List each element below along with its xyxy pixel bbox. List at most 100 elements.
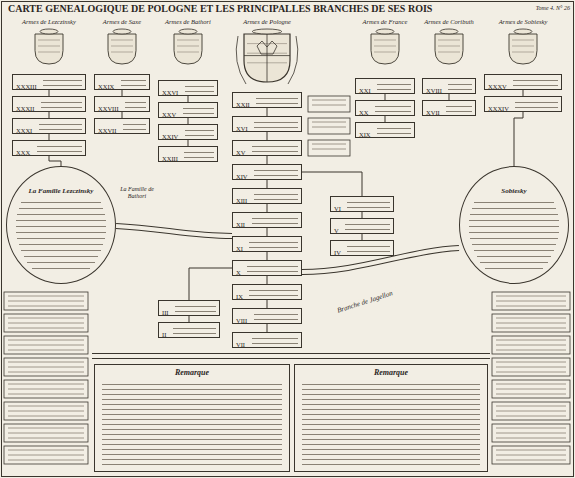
- text-filler: [496, 323, 566, 324]
- family-medallion: La Famille Lezczinsky: [6, 166, 116, 284]
- text-filler: [347, 202, 390, 203]
- text-filler: [8, 428, 84, 429]
- shield-hatching: [38, 46, 60, 47]
- text-filler: [102, 434, 282, 435]
- regnal-number: XXIII: [159, 152, 180, 166]
- text-filler: [183, 108, 214, 109]
- king-box: XXVI: [158, 80, 218, 96]
- text-filler: [377, 89, 411, 90]
- text-filler: [496, 455, 566, 456]
- list-box: [4, 358, 88, 376]
- king-box: XIII: [232, 188, 302, 204]
- text-filler: [302, 449, 480, 450]
- list-box: [492, 380, 570, 398]
- text-filler: [102, 409, 282, 410]
- text-filler: [312, 149, 346, 150]
- branch-band: [302, 248, 459, 272]
- text-filler: [41, 102, 82, 103]
- text-filler: [254, 175, 298, 176]
- text-filler: [8, 296, 84, 297]
- arms-caption: Armes de Saxe: [94, 18, 150, 26]
- text-filler: [173, 328, 216, 329]
- text-filler: [496, 306, 566, 307]
- text-filler: [252, 146, 298, 147]
- remark-panel: Remarque: [294, 364, 488, 472]
- text-filler: [496, 411, 566, 412]
- coat-of-arms: [35, 34, 63, 64]
- list-box: [308, 140, 350, 156]
- text-filler: [302, 414, 480, 415]
- text-filler: [8, 384, 84, 385]
- eagle-symbol: [257, 41, 277, 54]
- text-filler: [125, 102, 146, 103]
- crown: [440, 29, 458, 34]
- text-filler: [496, 350, 566, 351]
- text-filler: [185, 91, 214, 92]
- text-filler: [16, 220, 105, 221]
- regnal-number: V: [331, 224, 341, 238]
- shield-hatching: [177, 46, 199, 47]
- family-caption: La Famille de Bathori: [118, 186, 156, 200]
- text-filler: [19, 244, 104, 245]
- text-filler: [347, 246, 390, 247]
- crown: [40, 29, 58, 34]
- text-filler: [21, 202, 101, 203]
- text-filler: [312, 105, 346, 106]
- text-filler: [312, 127, 346, 128]
- text-filler: [480, 262, 547, 263]
- king-box: XXXV: [484, 74, 562, 90]
- heading: Remarque: [295, 365, 487, 379]
- shield-quarter: [267, 34, 268, 82]
- text-filler: [252, 151, 298, 152]
- text-filler: [254, 170, 298, 171]
- regnal-number: II: [159, 328, 168, 342]
- regnal-number: XIX: [356, 128, 373, 142]
- text-filler: [496, 362, 566, 363]
- list-box: [4, 446, 88, 464]
- text-filler: [496, 389, 566, 390]
- text-filler: [102, 389, 282, 390]
- map-title: CARTE GENEALOGIQUE DE POLOGNE ET LES PRI…: [8, 3, 508, 15]
- regnal-number: XXXI: [13, 124, 34, 138]
- text-filler: [16, 226, 106, 227]
- text-filler: [8, 328, 84, 329]
- king-box: XI: [232, 236, 302, 252]
- text-filler: [496, 394, 566, 395]
- regnal-number: XI: [233, 242, 245, 256]
- text-filler: [175, 311, 216, 312]
- text-filler: [347, 207, 390, 208]
- text-filler: [496, 301, 566, 302]
- list-box: [4, 292, 88, 310]
- king-box: XXIII: [158, 146, 218, 162]
- text-filler: [102, 429, 282, 430]
- text-filler: [470, 238, 558, 239]
- text-filler: [302, 459, 480, 460]
- text-filler: [302, 389, 480, 390]
- mantle: [288, 36, 298, 84]
- regnal-number: XXX: [13, 146, 32, 160]
- text-filler: [254, 314, 298, 315]
- text-filler: [184, 157, 214, 158]
- text-filler: [249, 242, 298, 243]
- regnal-number: XXII: [233, 98, 252, 112]
- text-filler: [8, 362, 84, 363]
- king-box: XXII: [232, 92, 302, 108]
- text-filler: [37, 151, 82, 152]
- text-filler: [19, 208, 104, 209]
- text-filler: [247, 266, 298, 267]
- king-box: XVII: [422, 100, 476, 116]
- king-box: III: [158, 300, 220, 316]
- text-filler: [345, 224, 390, 225]
- king-box: XV: [232, 140, 302, 156]
- king-box: VI: [330, 196, 394, 212]
- family-medallion: Sobiesky: [459, 166, 569, 284]
- shield-hatching: [111, 40, 133, 41]
- king-box: XXXIII: [12, 74, 86, 90]
- text-filler: [102, 384, 282, 385]
- king-box: XXXII: [12, 96, 86, 112]
- regnal-number: XV: [233, 146, 247, 160]
- lineage-line: [49, 156, 61, 166]
- text-filler: [375, 106, 411, 107]
- text-filler: [302, 419, 480, 420]
